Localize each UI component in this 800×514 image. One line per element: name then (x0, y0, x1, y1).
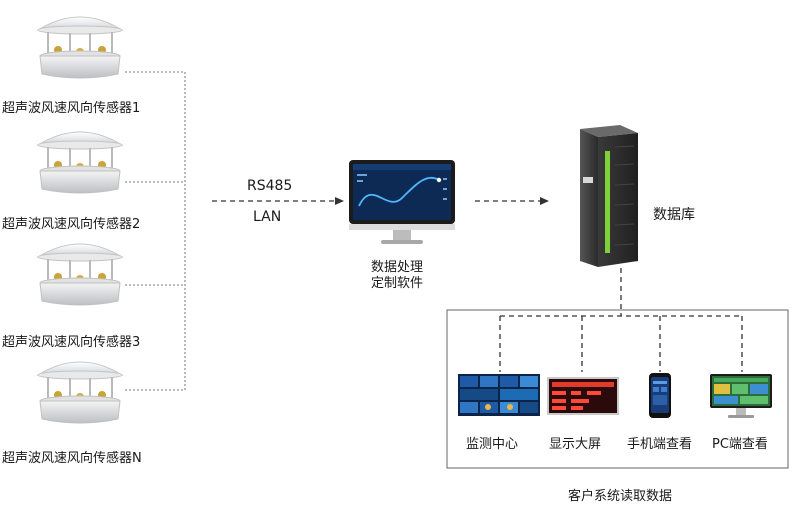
database-server-icon (580, 125, 638, 267)
ultrasonic-wind-sensor-icon (36, 16, 124, 79)
client-label-mobile: 手机端查看 (627, 437, 693, 452)
ultrasonic-wind-sensor-icon (36, 131, 124, 194)
led-display-icon (547, 377, 619, 415)
client-label-pc: PC端查看 (712, 437, 768, 452)
ultrasonic-wind-sensor-icon (36, 361, 124, 424)
mobile-phone-icon (649, 373, 671, 418)
database-label: 数据库 (653, 207, 695, 223)
software-label-line-2: 定制软件 (371, 276, 424, 291)
client-group-title: 客户系统读取数据 (568, 489, 673, 504)
client-label-monitoring-center: 监测中心 (466, 437, 519, 452)
sensor-label-2: 超声波风速风向传感器2 (2, 217, 141, 232)
software-label-line-1: 数据处理 (371, 260, 424, 275)
protocol-label-rs485: RS485 (247, 178, 293, 194)
protocol-label-lan: LAN (253, 209, 282, 225)
client-label-led-display: 显示大屏 (549, 437, 602, 452)
ultrasonic-wind-sensor-icon (36, 243, 124, 306)
sensor-label-1: 超声波风速风向传感器1 (2, 101, 141, 116)
software-monitor-icon (349, 160, 455, 244)
monitoring-center-icon (458, 374, 540, 416)
sensor-label-n: 超声波风速风向传感器N (2, 451, 142, 466)
pc-monitor-icon (710, 374, 772, 418)
sensor-label-3: 超声波风速风向传感器3 (2, 335, 141, 350)
